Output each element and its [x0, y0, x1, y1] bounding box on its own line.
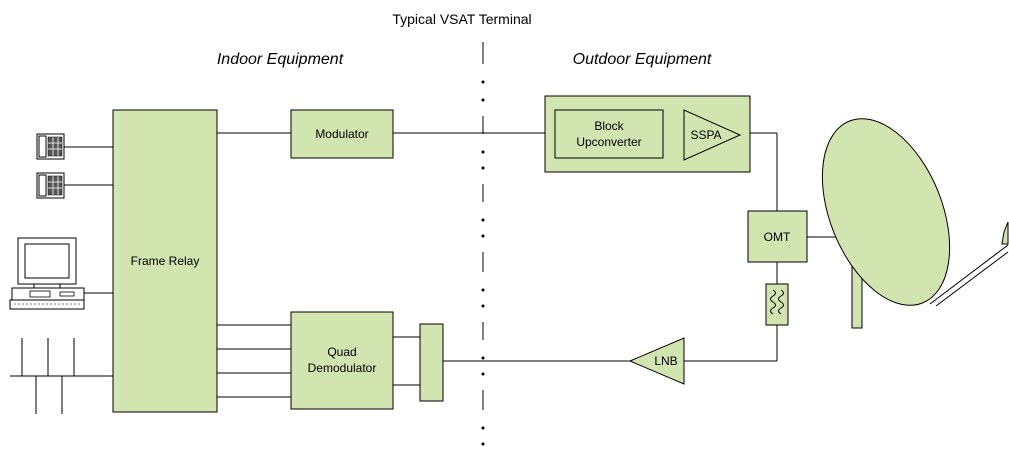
connections [10, 132, 858, 414]
telephone-icon [36, 172, 65, 199]
frame-relay-label: Frame Relay [131, 254, 200, 268]
computer-icon [9, 237, 85, 310]
block-upconverter-label-2: Upconverter [576, 135, 641, 149]
telephone-icon [36, 133, 65, 160]
outdoor-unit: Block Upconverter SSPA [544, 95, 751, 173]
block-upconverter-block [554, 109, 664, 159]
quad-demodulator-label-1: Quad [327, 345, 356, 359]
block-upconverter-label-1: Block [594, 119, 624, 133]
splitter-block [419, 323, 444, 402]
lnb-amplifier: LNB [628, 337, 685, 385]
lnb-label: LNB [654, 354, 677, 368]
filter-icon [765, 283, 789, 326]
dish-antenna-icon [821, 118, 1009, 329]
modulator-label: Modulator [315, 127, 368, 141]
section-indoor: Indoor Equipment [217, 51, 344, 68]
sspa-label: SSPA [690, 128, 721, 142]
indoor-outdoor-divider [481, 42, 485, 446]
quad-demodulator-label-2: Demodulator [308, 361, 377, 375]
omt-label: OMT [764, 230, 791, 244]
diagram-title: Typical VSAT Terminal [392, 11, 531, 27]
sspa-amplifier [683, 109, 742, 161]
modulator-block: Modulator [290, 109, 394, 159]
frame-relay-block: Frame Relay [112, 109, 218, 413]
omt-block: OMT [747, 210, 808, 263]
section-outdoor: Outdoor Equipment [573, 51, 712, 68]
quad-demodulator-block: Quad Demodulator [290, 311, 394, 410]
